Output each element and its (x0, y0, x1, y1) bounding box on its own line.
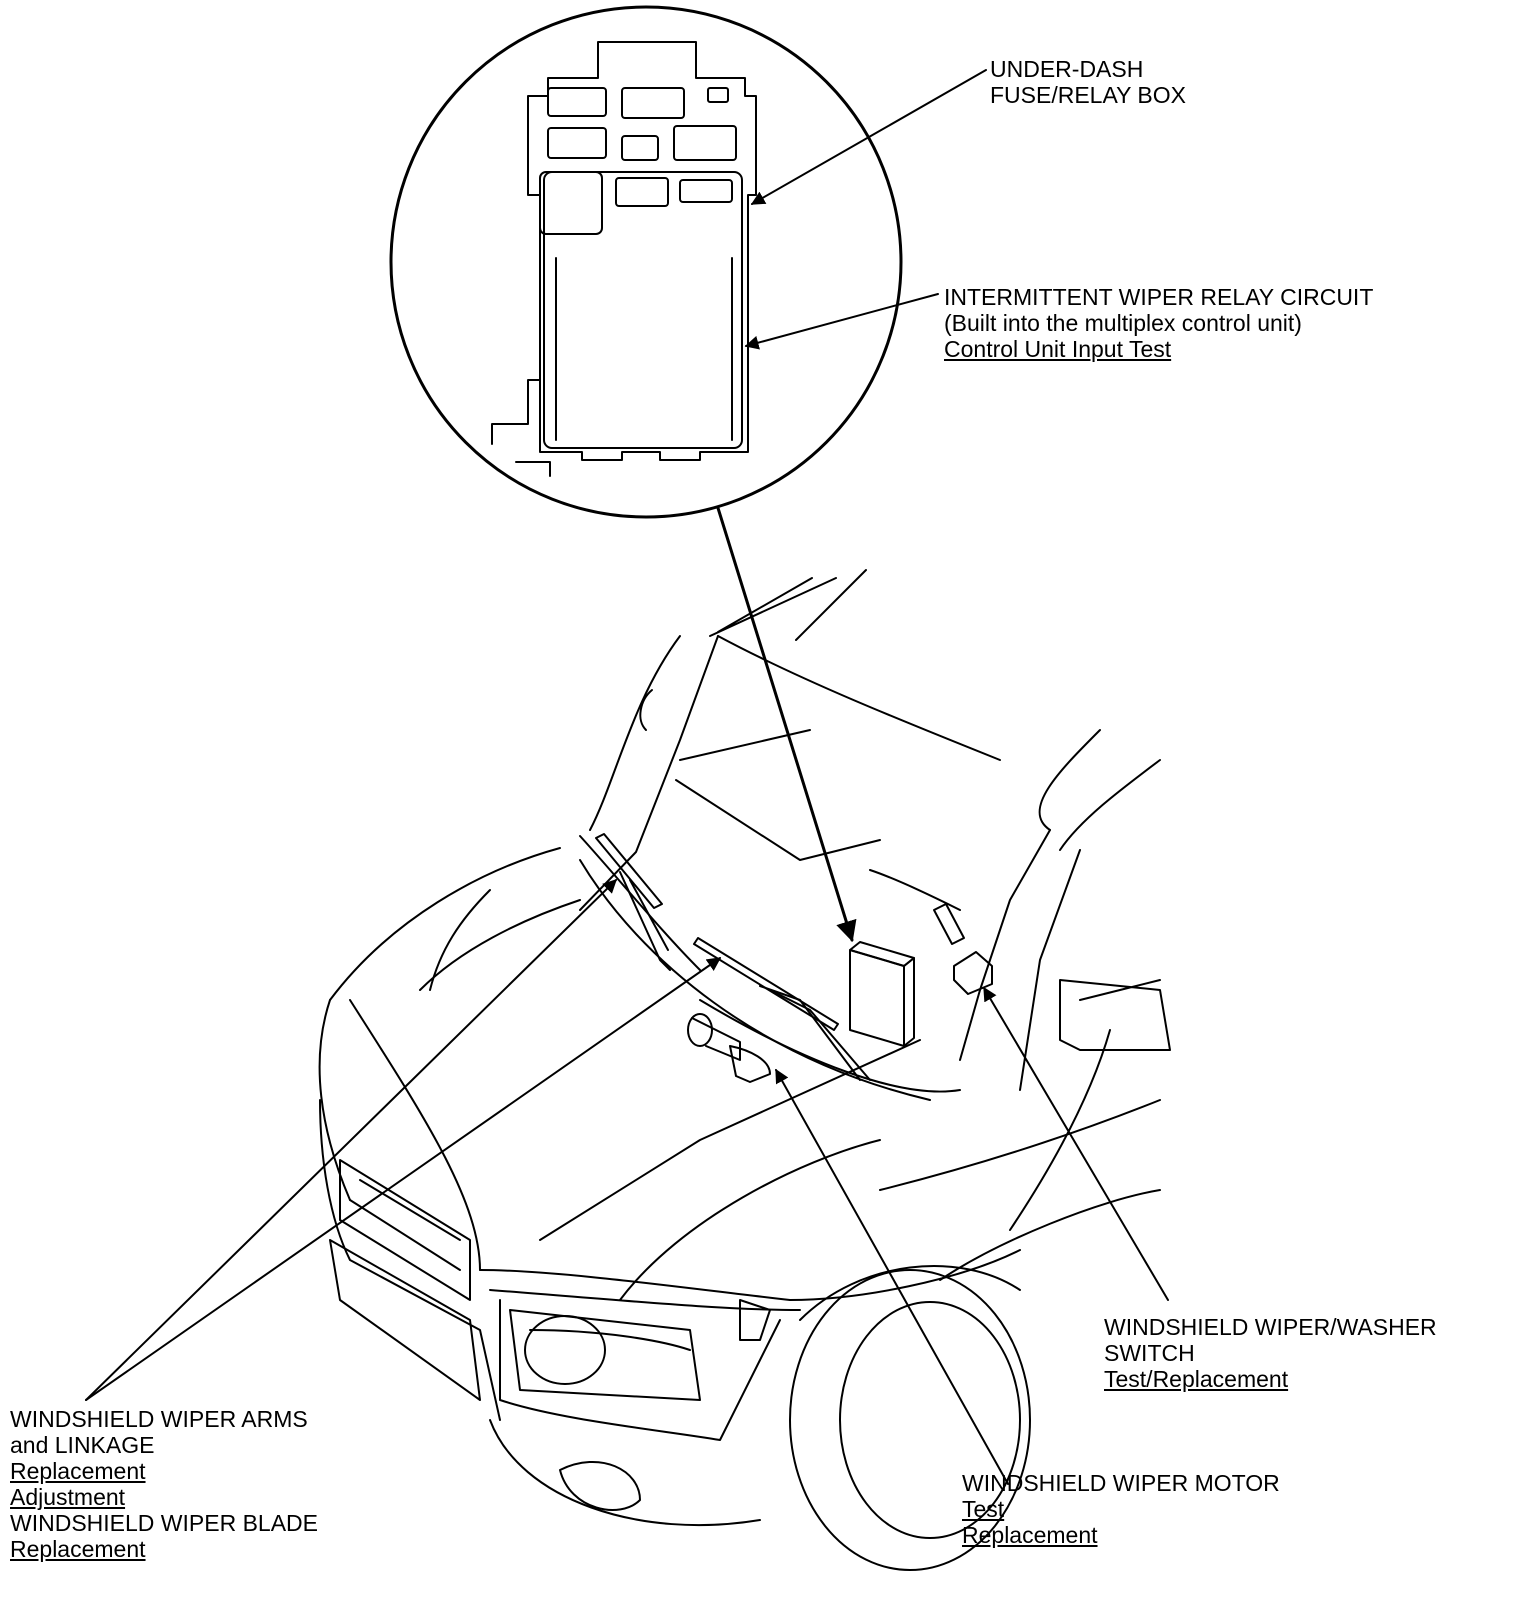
wiper-washer-switch-drawing (933, 903, 993, 995)
wiper-motor-label: WINDSHIELD WIPER MOTOR (962, 1470, 1280, 1496)
fuse-box-label-line-2: FUSE/RELAY BOX (990, 82, 1186, 108)
callout-wiper-motor: WINDSHIELD WIPER MOTOR Test Replacement (962, 1470, 1280, 1548)
callout-wiper-washer-switch: WINDSHIELD WIPER/WASHER SWITCH Test/Repl… (1104, 1314, 1437, 1392)
link-control-unit-input-test[interactable]: Control Unit Input Test (944, 336, 1172, 362)
callout-wiper-arms-and-blade: WINDSHIELD WIPER ARMS and LINKAGE Replac… (10, 1406, 318, 1562)
link-arms-adjustment[interactable]: Adjustment (10, 1484, 126, 1510)
fuse-box-label-line-1: UNDER-DASH (990, 56, 1144, 82)
callout-under-dash-fuse-relay-box: UNDER-DASH FUSE/RELAY BOX (990, 56, 1186, 108)
relay-circuit-note: (Built into the multiplex control unit) (944, 310, 1302, 336)
blade-label: WINDSHIELD WIPER BLADE (10, 1510, 318, 1536)
wiper-components (595, 833, 993, 1083)
link-arms-replacement[interactable]: Replacement (10, 1458, 146, 1484)
relay-circuit-title: INTERMITTENT WIPER RELAY CIRCUIT (944, 284, 1374, 310)
multiplex-control-unit-drawing (849, 941, 915, 1047)
link-motor-test[interactable]: Test (962, 1496, 1005, 1522)
washer-switch-label-line-2: SWITCH (1104, 1340, 1195, 1366)
wiper-motor-drawing (687, 1013, 771, 1083)
fuse-relay-box-drawing (491, 41, 757, 477)
detail-magnifier (389, 5, 903, 943)
callout-intermittent-wiper-relay-circuit: INTERMITTENT WIPER RELAY CIRCUIT (Built … (944, 284, 1373, 362)
washer-switch-label-line-1: WINDSHIELD WIPER/WASHER (1104, 1314, 1437, 1340)
link-switch-test-replacement[interactable]: Test/Replacement (1104, 1366, 1289, 1392)
leader-lines (85, 69, 1169, 1485)
arms-label-line-2: and LINKAGE (10, 1432, 155, 1458)
link-blade-replacement[interactable]: Replacement (10, 1536, 146, 1562)
arms-label-line-1: WINDSHIELD WIPER ARMS (10, 1406, 308, 1432)
vehicle-drawing (318, 569, 1171, 1571)
link-motor-replacement[interactable]: Replacement (962, 1522, 1098, 1548)
